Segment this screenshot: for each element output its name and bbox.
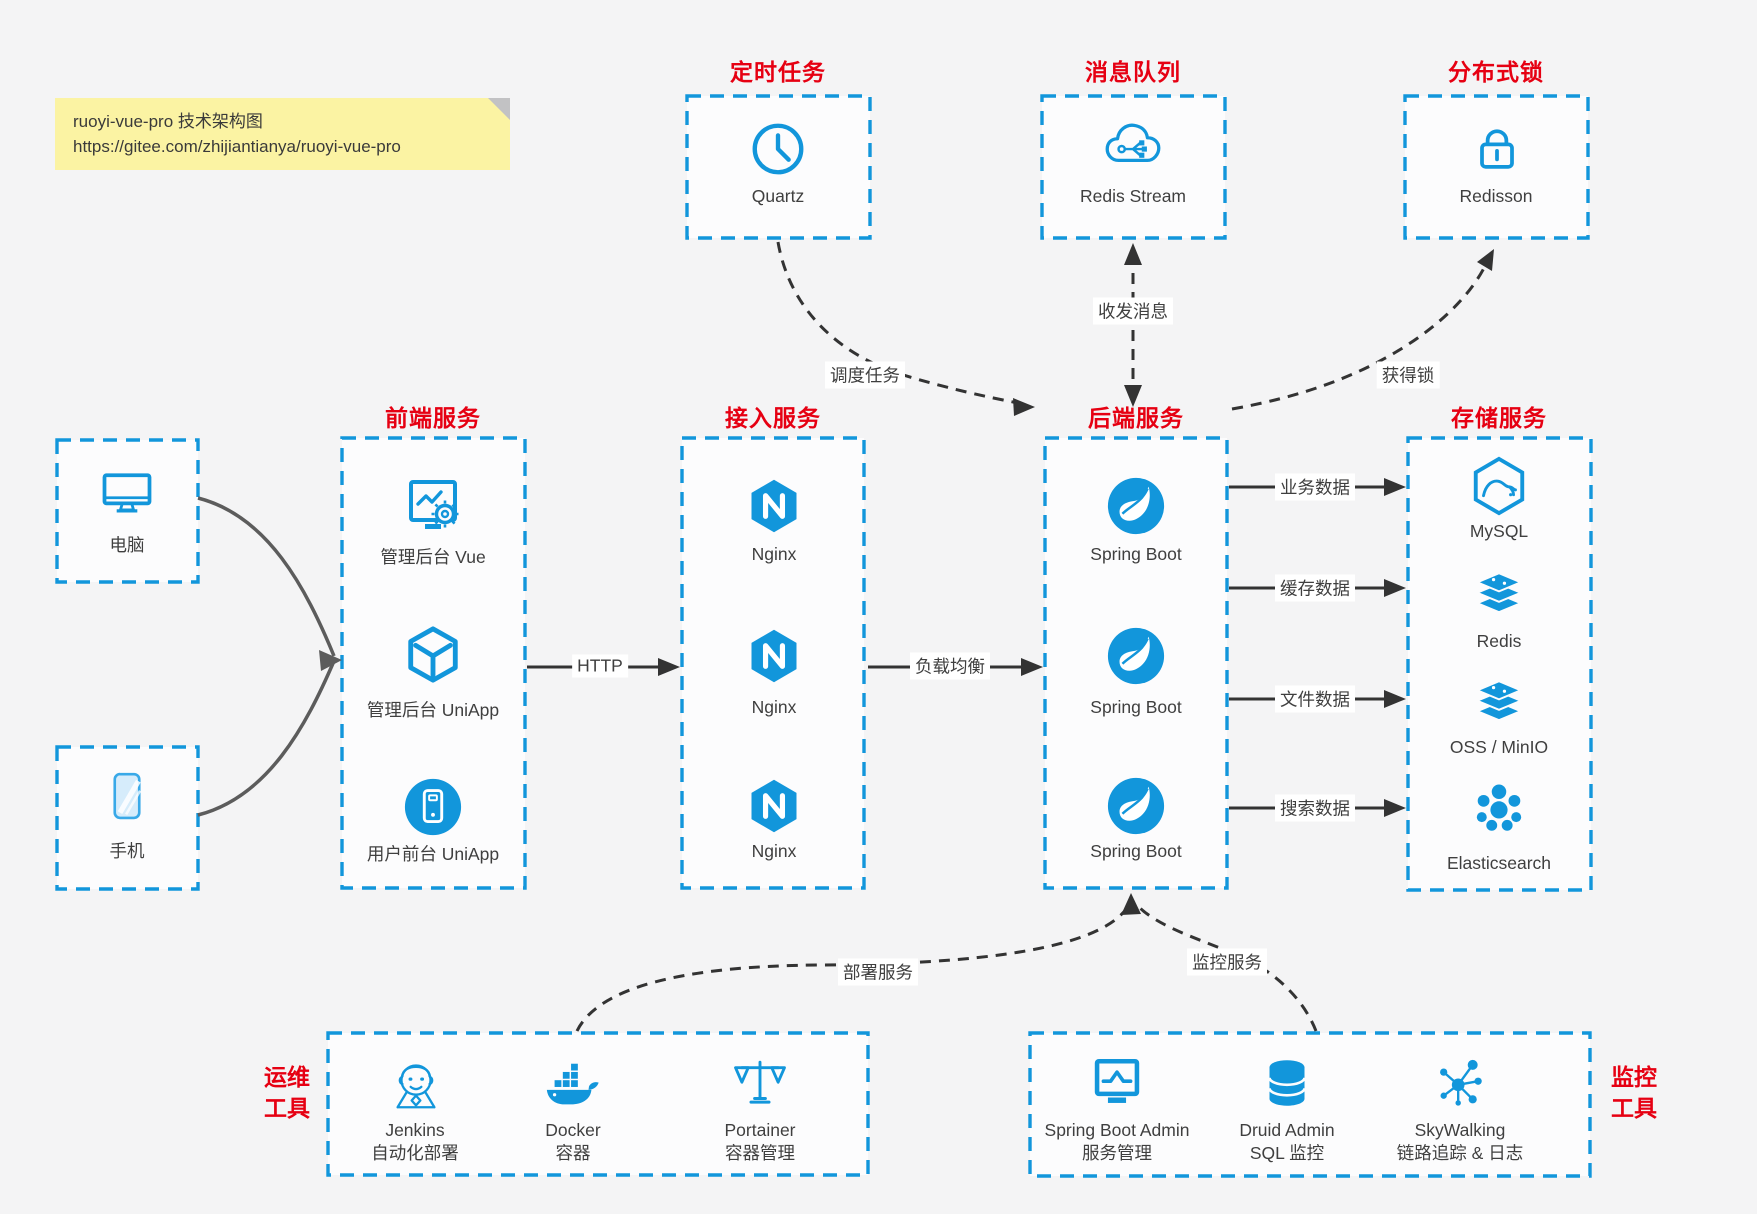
solid-arrowheads [658, 478, 1406, 817]
label-computer: 电脑 [109, 535, 145, 555]
user-app-icon [403, 777, 463, 837]
druid-db-icon [1268, 1058, 1306, 1108]
acquire-lock-curve [1231, 261, 1489, 411]
oss-stack-icon [1476, 680, 1522, 722]
label-jenkins: Jenkins 自动化部署 [371, 1120, 459, 1163]
label-redis-stream: Redis Stream [1079, 186, 1187, 206]
dashed-arrowheads [1013, 243, 1494, 915]
clients-arrowhead [319, 650, 342, 671]
label-druid-admin: Druid Admin SQL 监控 [1239, 1120, 1335, 1163]
label-spring-boot-3: Spring Boot [1090, 841, 1182, 861]
panel-storage [1406, 436, 1593, 892]
monitor-tools-label: 监控工具 [1611, 1064, 1657, 1121]
redis-stack-icon [1476, 572, 1522, 614]
edge-label-load-balance: 负载均衡 [910, 652, 990, 680]
note-title: ruoyi-vue-pro 技术架构图 [73, 112, 263, 131]
phone-icon [115, 774, 140, 818]
label-redis: Redis [1476, 631, 1522, 651]
label-nginx-2: Nginx [751, 697, 797, 717]
label-nginx-1: Nginx [751, 544, 797, 564]
note-url: https://gitee.com/zhijiantianya/ruoyi-vu… [73, 137, 401, 156]
label-portainer: Portainer 容器管理 [724, 1120, 796, 1163]
label-spring-boot-2: Spring Boot [1090, 697, 1182, 717]
label-admin-vue: 管理后台 Vue [380, 547, 486, 567]
label-docker: Docker 容器 [545, 1120, 601, 1163]
edge-label-acquire-lock: 获得锁 [1376, 361, 1440, 389]
spring-boot-icon [1106, 776, 1166, 836]
title-frontend: 前端服务 [385, 405, 481, 431]
sticky-note: ruoyi-vue-pro 技术架构图 https://gitee.com/zh… [55, 98, 510, 170]
label-elasticsearch: Elasticsearch [1446, 853, 1552, 873]
title-scheduled-tasks: 定时任务 [730, 59, 826, 85]
edge-label-business-data: 业务数据 [1275, 473, 1355, 501]
label-mysql: MySQL [1469, 521, 1529, 541]
label-oss-minio: OSS / MinIO [1449, 737, 1549, 757]
computer-to-frontend-curve [197, 496, 336, 657]
edge-label-deploy: 部署服务 [838, 958, 918, 986]
panel-redis-stream [1040, 94, 1227, 240]
panel-quartz [685, 94, 872, 240]
ops-tools-label: 运维工具 [264, 1064, 310, 1121]
label-spring-boot-admin: Spring Boot Admin 服务管理 [1044, 1120, 1190, 1163]
label-redisson: Redisson [1459, 186, 1533, 206]
edge-label-messaging: 收发消息 [1093, 297, 1173, 325]
title-storage: 存储服务 [1451, 405, 1547, 431]
panel-monitor-tools [1028, 1031, 1592, 1178]
spring-boot-icon [1106, 626, 1166, 686]
note-fold-corner [488, 98, 510, 120]
phone-to-frontend-curve [197, 660, 336, 817]
title-distributed-lock: 分布式锁 [1448, 59, 1544, 85]
edge-label-schedule: 调度任务 [825, 361, 905, 389]
edge-label-search-data: 搜索数据 [1275, 794, 1355, 822]
label-skywalking: SkyWalking 链路追踪 & 日志 [1396, 1120, 1524, 1163]
title-backend: 后端服务 [1088, 405, 1184, 431]
title-message-queue: 消息队列 [1085, 59, 1181, 85]
edge-label-file-data: 文件数据 [1275, 685, 1355, 713]
label-phone: 手机 [109, 841, 145, 861]
edge-label-monitor: 监控服务 [1187, 948, 1267, 976]
label-nginx-3: Nginx [751, 841, 797, 861]
deploy-curve [575, 907, 1129, 1032]
label-user-uniapp: 用户前台 UniApp [366, 844, 500, 864]
label-spring-boot-1: Spring Boot [1090, 544, 1182, 564]
label-admin-uniapp: 管理后台 UniApp [366, 700, 500, 720]
edge-label-http: HTTP [572, 654, 628, 678]
label-quartz: Quartz [751, 186, 805, 206]
edge-label-cache-data: 缓存数据 [1275, 574, 1355, 602]
title-gateway: 接入服务 [725, 405, 821, 431]
spring-boot-icon [1106, 476, 1166, 536]
